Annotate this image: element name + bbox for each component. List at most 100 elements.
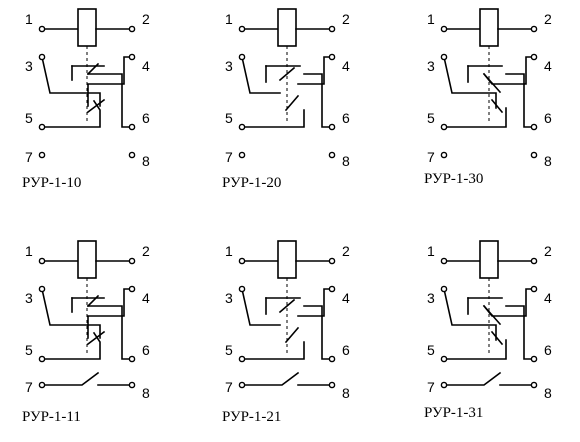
wire-pin-6 [303, 73, 333, 128]
terminal-7 [440, 381, 448, 389]
diagram-rur-1-11: 1 2 3 4 5 6 7 8 РУР-1-11 [20, 232, 160, 425]
terminal-1 [238, 25, 246, 33]
terminal-7 [238, 151, 246, 159]
pin-label-7: 7 [427, 379, 435, 395]
contact-7-8-switch [41, 371, 100, 386]
diagram-rur-1-10: 1 2 3 4 5 6 7 8 РУР-1-10 [20, 0, 160, 191]
relay-coil [277, 240, 297, 279]
wire-pin-6 [87, 305, 133, 360]
terminal-1 [440, 257, 448, 265]
terminal-4 [328, 285, 336, 293]
terminal-2 [328, 25, 336, 33]
relay-coil [277, 8, 297, 47]
pin-label-1: 1 [25, 243, 33, 259]
switch-blade-lower [86, 98, 106, 114]
switch-blade [86, 294, 100, 308]
pin-label-1: 1 [225, 243, 233, 259]
pin-label-6: 6 [342, 342, 350, 358]
terminal-6 [530, 123, 538, 131]
terminal-2 [128, 257, 136, 265]
circuit-schematic: 1 2 3 4 5 6 7 8 [25, 8, 150, 169]
circuit-schematic: 1 2 3 4 5 6 7 8 [225, 8, 350, 169]
pin-label-2: 2 [342, 11, 350, 27]
pin-label-1: 1 [225, 11, 233, 27]
terminal-3 [440, 285, 448, 293]
relay-coil [479, 8, 499, 47]
wire-pin-6 [505, 305, 535, 360]
pin-label-8: 8 [142, 385, 150, 401]
pin-label-1: 1 [427, 11, 435, 27]
terminal-8 [128, 381, 136, 389]
terminal-3 [238, 285, 246, 293]
wire-pin-4 [87, 288, 133, 339]
pin-label-2: 2 [342, 243, 350, 259]
pin-label-8: 8 [544, 385, 552, 401]
pin-label-3: 3 [225, 58, 233, 74]
switch-blade-lower [284, 326, 300, 344]
diagram-rur-1-30: 1 2 3 4 5 6 7 8 РУР-1-30 [422, 0, 562, 187]
wire-pin-5 [41, 99, 101, 128]
wire-pin-4 [482, 56, 535, 85]
model-caption: РУР-1-20 [222, 175, 282, 191]
terminal-5 [238, 355, 246, 363]
wire-pin-5 [241, 341, 305, 360]
wire-pin-3 [241, 56, 281, 94]
wire-pin-6 [303, 305, 333, 360]
terminal-1 [38, 25, 46, 33]
pin-label-5: 5 [427, 110, 435, 126]
switch-blade [278, 66, 296, 82]
terminal-5 [38, 355, 46, 363]
pin-label-5: 5 [427, 342, 435, 358]
terminal-3 [440, 53, 448, 61]
wire-pin-5 [443, 107, 507, 128]
model-caption: РУР-1-30 [424, 171, 484, 187]
terminal-4 [328, 53, 336, 61]
terminal-5 [38, 123, 46, 131]
terminal-1 [440, 25, 448, 33]
contact-7-8-switch [443, 371, 502, 386]
terminal-4 [530, 53, 538, 61]
pin-label-6: 6 [544, 342, 552, 358]
pin-label-3: 3 [427, 290, 435, 306]
terminal-3 [38, 285, 46, 293]
pin-label-4: 4 [142, 290, 150, 306]
wire-pin-5 [443, 339, 507, 360]
pin-label-2: 2 [142, 11, 150, 27]
pin-label-2: 2 [142, 243, 150, 259]
contact-7-8-switch [241, 371, 300, 386]
terminal-1 [238, 257, 246, 265]
circuit-schematic: 1 2 3 4 5 6 7 8 [427, 8, 552, 169]
terminal-8 [530, 381, 538, 389]
model-caption: РУР-1-10 [22, 175, 82, 191]
wire-pin-5 [241, 109, 305, 128]
diagram-rur-1-31: 1 2 3 4 5 6 7 8 РУР-1-31 [422, 232, 562, 421]
pin-label-5: 5 [25, 342, 33, 358]
switch-blade [482, 72, 502, 94]
terminal-2 [128, 25, 136, 33]
terminal-6 [328, 123, 336, 131]
pin-label-7: 7 [225, 379, 233, 395]
pin-label-4: 4 [342, 290, 350, 306]
model-caption: РУР-1-11 [22, 409, 81, 425]
terminal-2 [530, 25, 538, 33]
diagram-rur-1-21: 1 2 3 4 5 6 7 8 РУР-1-21 [220, 232, 360, 425]
pin-label-8: 8 [342, 153, 350, 169]
relay-coil [479, 240, 499, 279]
terminal-2 [328, 257, 336, 265]
wire-pin-4 [87, 56, 133, 107]
pin-label-7: 7 [427, 149, 435, 165]
terminal-8 [128, 151, 136, 159]
switch-blade-lower [490, 98, 504, 114]
pin-label-6: 6 [342, 110, 350, 126]
pin-label-6: 6 [142, 110, 150, 126]
wire-pin-3 [41, 288, 101, 339]
pin-label-4: 4 [544, 290, 552, 306]
wire-pin-6 [87, 73, 133, 128]
terminal-7 [238, 381, 246, 389]
pin-label-1: 1 [427, 243, 435, 259]
terminal-8 [328, 381, 336, 389]
pin-label-5: 5 [225, 342, 233, 358]
wire-pin-3 [241, 288, 281, 326]
pin-label-6: 6 [544, 110, 552, 126]
